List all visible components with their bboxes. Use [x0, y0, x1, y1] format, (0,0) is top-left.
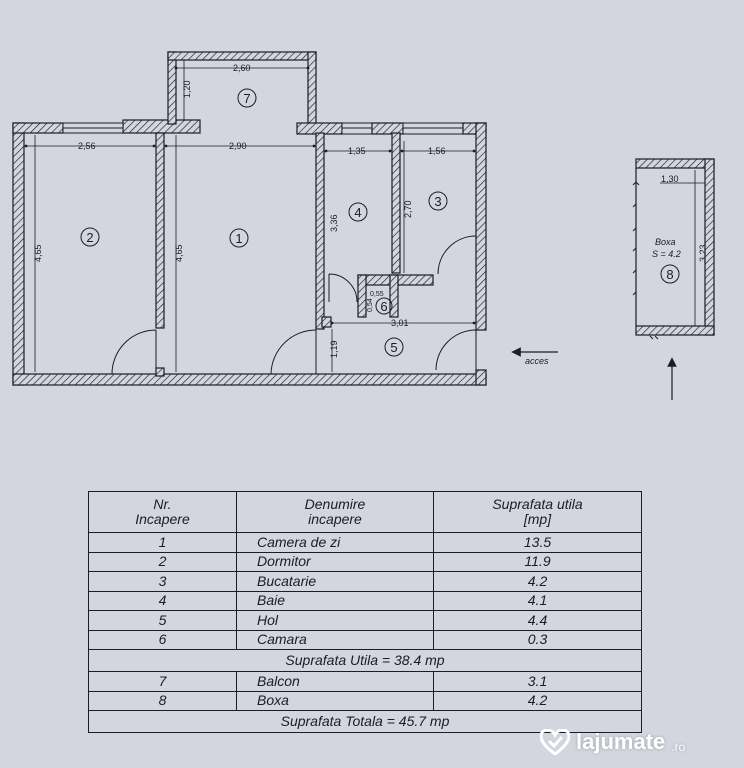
door-room1: [270, 329, 317, 375]
dim-box-depth: 3,23: [698, 244, 708, 262]
subtotal-row: Suprafata Utila = 38.4 mp: [88, 649, 642, 672]
room-marker-3: 3: [428, 191, 448, 211]
door-room4: [328, 273, 358, 303]
table-row: 6 Camara 0.3: [88, 629, 642, 650]
svg-text:5: 5: [390, 340, 397, 355]
dim-room1-depth: 4,65: [174, 244, 184, 262]
wall-right: [475, 122, 487, 331]
wall-closet-left: [357, 274, 367, 318]
svg-text:7: 7: [243, 91, 250, 106]
door-room2: [111, 329, 157, 375]
dim-room3-depth: 2,70: [403, 200, 413, 218]
watermark-tld: .ro: [671, 740, 686, 754]
room-marker-6: 6: [375, 297, 393, 315]
table-row: 5 Hol 4.4: [88, 610, 642, 631]
wall-balcony-top: [167, 51, 317, 61]
dimension-ticks: [24, 66, 476, 325]
header-area: Suprafata utila [mp]: [433, 491, 642, 533]
header-nr: Nr. Incapere: [88, 491, 237, 533]
heart-logo-icon: [540, 729, 570, 755]
box-area: S = 4.2: [652, 249, 681, 259]
table-row: 8 Boxa 4.2: [88, 690, 642, 711]
dimension-lines: [26, 60, 705, 372]
wall-partition-1-4: [315, 132, 325, 330]
dim-room2-width: 2,56: [78, 141, 96, 151]
wall-partition-4-3: [391, 132, 401, 274]
wall-right-low: [475, 369, 487, 386]
floor-plan: 2,60 1,20 2,56 4,65 2,90 4,65 1,35 3,36 …: [12, 51, 715, 400]
dim-hall-depth: 1,19: [329, 340, 339, 358]
subtotal-cell: Suprafata Utila = 38.4 mp: [88, 649, 642, 672]
storage-box: Boxa S = 4.2: [632, 158, 715, 340]
dim-room4-width: 1,35: [348, 146, 366, 156]
table-header-row: Nr. Incapere Denumire incapere Suprafata…: [88, 491, 642, 533]
room-marker-7: 7: [237, 88, 257, 108]
svg-text:6: 6: [380, 299, 387, 314]
svg-text:4: 4: [354, 205, 361, 220]
wall-top-mid: [122, 119, 201, 134]
dim-balcony-width: 2,60: [233, 63, 251, 73]
table-row: 7 Balcon 3.1: [88, 671, 642, 692]
table-row: 4 Baie 4.1: [88, 590, 642, 611]
wall-partition-2-1-low: [155, 367, 165, 377]
room-marker-2: 2: [80, 227, 100, 247]
area-table-container: Nr. Incapere Denumire incapere Suprafata…: [88, 491, 642, 733]
access-label: acces: [525, 356, 549, 366]
access-arrows: acces: [511, 347, 677, 400]
wall-left: [12, 122, 25, 386]
svg-text:2: 2: [86, 230, 93, 245]
door-entrance: [435, 329, 477, 371]
room-marker-5: 5: [384, 337, 404, 357]
dimension-labels: 2,60 1,20 2,56 4,65 2,90 4,65 1,35 3,36 …: [33, 63, 708, 358]
walls: [12, 51, 487, 386]
dim-room4-depth: 3,36: [329, 214, 339, 232]
total-row: Suprafata Totala = 45.7 mp: [88, 710, 642, 733]
dim-room3-width: 1,56: [428, 146, 446, 156]
room-marker-8: 8: [660, 264, 680, 284]
svg-text:8: 8: [666, 267, 673, 282]
wall-partition-1-4-low: [321, 316, 332, 328]
svg-text:3: 3: [434, 194, 441, 209]
doors: [111, 235, 477, 375]
dim-room2-depth: 4,65: [33, 244, 43, 262]
wall-balcony-right: [307, 51, 317, 125]
table-row: 1 Camera de zi 13.5: [88, 532, 642, 553]
dim-balcony-depth: 1,20: [182, 80, 192, 98]
svg-text:1: 1: [235, 231, 242, 246]
wall-top-right-a: [296, 122, 343, 135]
wall-top-right-b: [371, 122, 404, 135]
wall-partition-2-1: [155, 132, 165, 329]
table-row: 3 Bucatarie 4.2: [88, 571, 642, 592]
door-room3: [437, 235, 477, 275]
room-marker-1: 1: [229, 228, 249, 248]
room-markers: 1 2 3 4 5 6 7 8: [80, 88, 680, 357]
wall-balcony-left: [167, 51, 177, 125]
box-label: Boxa: [655, 237, 676, 247]
header-name: Denumire incapere: [236, 491, 434, 533]
watermark-brand: lajumate: [576, 729, 666, 754]
dim-hall-width: 3,01: [391, 318, 409, 328]
room-marker-4: 4: [348, 202, 368, 222]
watermark: lajumate .ro: [540, 724, 740, 760]
table-row: 2 Dormitor 11.9: [88, 551, 642, 572]
wall-bottom: [12, 373, 487, 386]
wall-top-left: [12, 122, 64, 134]
area-table: Nr. Incapere Denumire incapere Suprafata…: [88, 491, 642, 733]
dim-box-width: 1,30: [661, 174, 679, 184]
dim-room1-width: 2,90: [229, 141, 247, 151]
dim-closet-a: 0,55: [370, 291, 384, 298]
wall-closet-right: [389, 274, 399, 318]
total-cell: Suprafata Totala = 45.7 mp: [88, 710, 642, 733]
dim-closet-b: 0,54: [367, 298, 374, 312]
